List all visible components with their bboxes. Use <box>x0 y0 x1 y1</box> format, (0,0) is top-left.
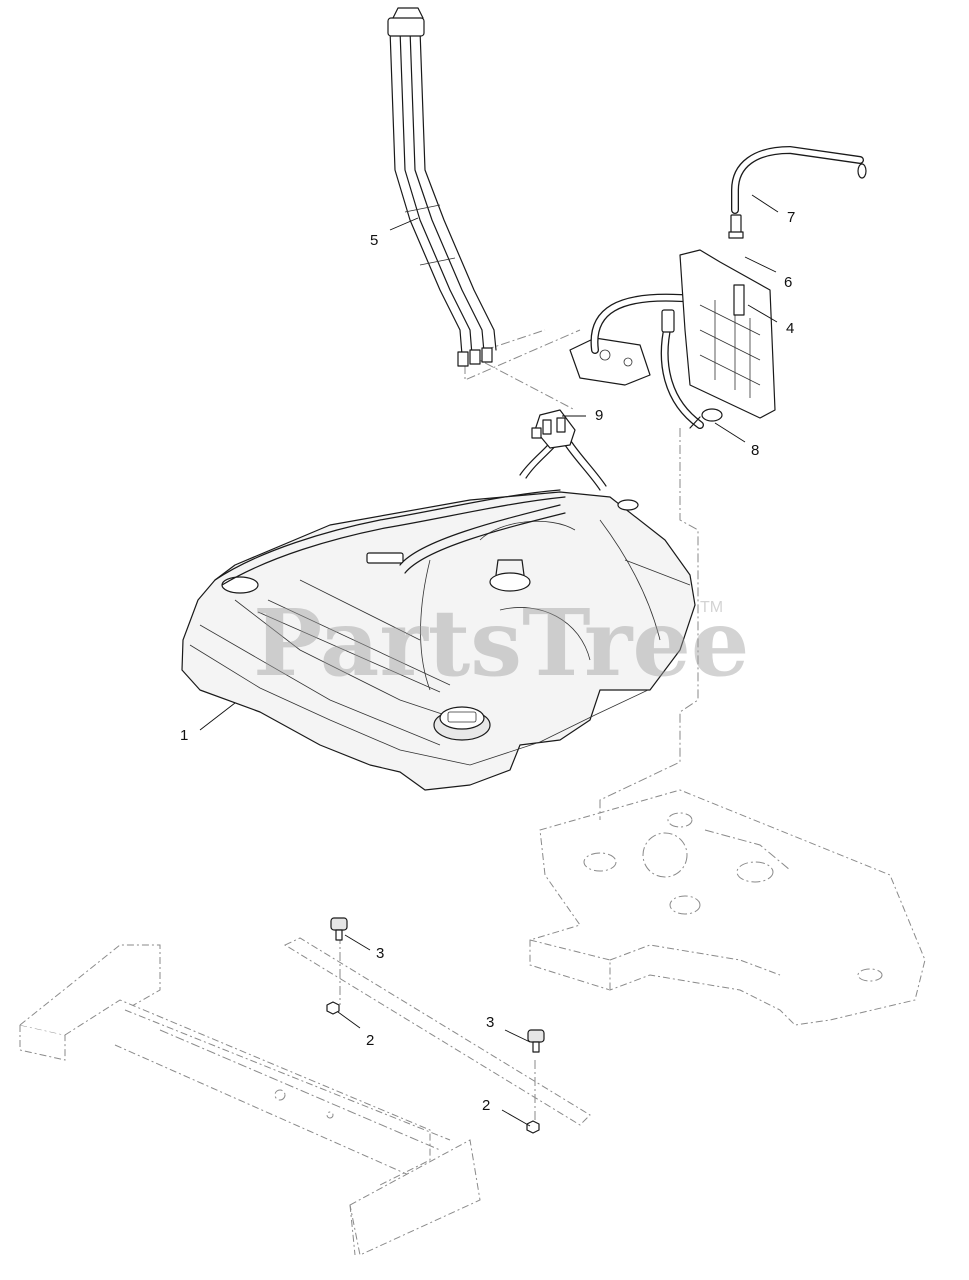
callout-6: 6 <box>784 274 792 291</box>
callout-4: 4 <box>786 320 794 337</box>
watermark: PartsTree TM <box>253 589 749 697</box>
watermark-text: PartsTree <box>253 589 749 697</box>
leader-lines <box>199 194 779 1127</box>
vent-hose <box>590 293 744 429</box>
callout-3-left: 3 <box>376 945 384 962</box>
bumper-left <box>330 917 348 941</box>
callout-2-right: 2 <box>482 1097 490 1114</box>
frame-crossmember-phantom <box>19 944 481 1256</box>
hose <box>731 145 867 214</box>
assembly-lines <box>464 329 699 820</box>
callout-3-right: 3 <box>486 1014 494 1031</box>
callout-7: 7 <box>787 209 795 226</box>
callouts: 1 2 2 3 3 4 5 6 7 8 9 <box>180 209 795 1114</box>
bracket <box>569 337 651 386</box>
callout-1: 1 <box>180 727 188 744</box>
watermark-trademark: TM <box>700 599 723 616</box>
callout-9: 9 <box>595 407 603 424</box>
nut-right <box>526 1120 540 1134</box>
bumper-right <box>527 1029 545 1053</box>
hose-harness <box>387 7 497 367</box>
hose-fitting <box>728 214 744 239</box>
fuel-tank <box>181 489 696 791</box>
callout-8: 8 <box>751 442 759 459</box>
fuel-lines-to-fitting <box>519 439 607 491</box>
nut-left <box>326 1001 340 1015</box>
callout-2-left: 2 <box>366 1032 374 1049</box>
fuel-fitting <box>531 409 576 449</box>
deck-plate-phantom <box>529 789 926 1026</box>
hose-clamp <box>689 408 723 429</box>
mounting-strap-phantom <box>283 935 591 1126</box>
callout-5: 5 <box>370 232 378 249</box>
canister-bracket <box>679 249 776 419</box>
